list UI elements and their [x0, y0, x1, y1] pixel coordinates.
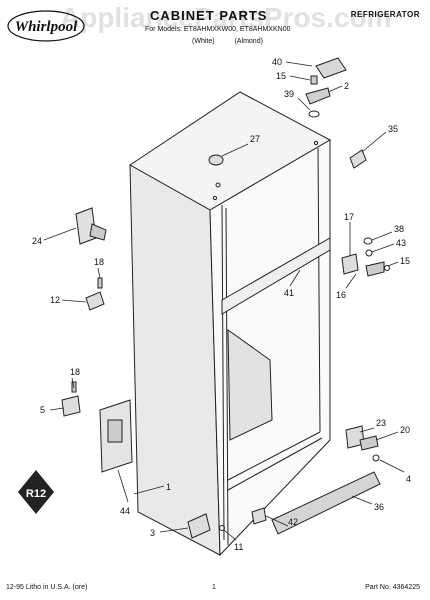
part-36-toe-grille [271, 471, 381, 535]
brand-name: Whirlpool [15, 19, 78, 35]
part-4-screw [372, 454, 380, 462]
callout-15-mid: 15 [400, 256, 410, 266]
part-5-bracket [61, 395, 81, 417]
litho-note: 12-95 Litho in U.S.A. (ore) [6, 584, 88, 591]
badge-label: R12 [26, 488, 46, 500]
model-list: For Models: ET8AHMXKW00, ET8AHMXKN00 [145, 26, 291, 33]
part-2-top-hinge [305, 87, 331, 105]
part-17-center-hinge [341, 253, 359, 275]
part-42-leveler [251, 507, 267, 525]
cabinet-left-side [129, 164, 221, 556]
divider-mullion [221, 237, 331, 315]
part-38-washer [363, 237, 373, 245]
callout-27: 27 [250, 134, 260, 144]
color-variants: (White) (Almond) [192, 38, 281, 45]
page-title: CABINET PARTS [150, 8, 268, 23]
part-15-screw-mid [384, 265, 390, 271]
brand-logo: Whirlpool [7, 10, 85, 42]
callout-11: 11 [234, 542, 243, 552]
callout-5: 5 [40, 405, 45, 415]
part-40-hinge-cover [315, 57, 347, 79]
part-11-screw [219, 525, 225, 531]
callout-23: 23 [376, 418, 386, 428]
part-15-screw-top [310, 75, 318, 85]
part-35-trim [349, 149, 367, 169]
callout-44: 44 [120, 506, 130, 516]
callout-16: 16 [336, 290, 346, 300]
callout-42: 42 [288, 517, 298, 527]
callout-3: 3 [150, 528, 155, 538]
callout-18-upper: 18 [94, 257, 104, 267]
callout-4: 4 [406, 474, 411, 484]
callout-39: 39 [284, 89, 294, 99]
callout-41: 41 [284, 288, 294, 298]
part-18-screw [97, 277, 103, 289]
color-almond: (Almond) [234, 38, 263, 45]
part-16-hinge-pin [365, 261, 385, 277]
callout-36: 36 [374, 502, 384, 512]
callout-12: 12 [50, 295, 60, 305]
callout-1: 1 [166, 482, 171, 492]
page-number: 1 [212, 584, 216, 591]
cabinet-front [209, 139, 331, 557]
appliance-category: REFRIGERATOR [350, 10, 420, 19]
callout-24: 24 [32, 236, 42, 246]
callout-18-lower: 18 [70, 367, 80, 377]
part-27-plug [208, 154, 224, 166]
callout-2: 2 [344, 81, 349, 91]
part-number: Part No. 4364225 [365, 584, 420, 591]
callout-40: 40 [272, 57, 282, 67]
callout-38: 38 [394, 224, 404, 234]
part-3-roller [187, 513, 211, 539]
part-43-bushing [365, 249, 373, 257]
callout-17: 17 [344, 212, 354, 222]
callout-43: 43 [396, 238, 406, 248]
part-39-spacer [308, 110, 320, 118]
r12-badge: R12 [18, 470, 54, 514]
callout-20: 20 [400, 425, 410, 435]
part-12-clip [85, 291, 105, 311]
color-white: (White) [192, 38, 215, 45]
callout-35: 35 [388, 124, 398, 134]
callout-15-top: 15 [276, 71, 286, 81]
